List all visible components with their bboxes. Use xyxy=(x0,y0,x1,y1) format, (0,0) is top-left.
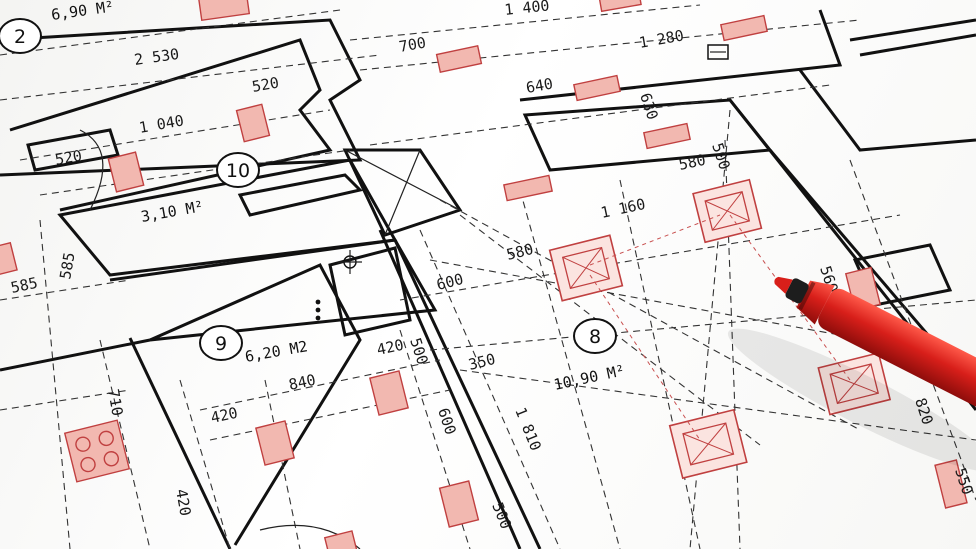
dimension-label: 420 xyxy=(172,488,194,518)
outlet-pad xyxy=(255,420,295,466)
dimension-label: 700 xyxy=(398,34,428,56)
dimension-label: 520 xyxy=(54,147,84,169)
room-area-label: 10,90 M² xyxy=(552,361,626,394)
dimension-label: 840 xyxy=(287,371,317,394)
fixture-symbols xyxy=(315,44,729,321)
outlet-pad xyxy=(369,370,409,416)
ceiling-light-fixture xyxy=(668,408,748,480)
outlet-pad xyxy=(719,14,769,42)
room-area-label: 6,90 M² xyxy=(50,0,115,24)
outlet-pad xyxy=(0,241,18,277)
dimension-label: 630 xyxy=(636,91,661,122)
walls xyxy=(0,9,976,549)
dimension-label: 1 810 xyxy=(511,405,545,454)
outlet-pad xyxy=(934,459,968,509)
red-marker-pen-icon xyxy=(727,276,976,472)
room-area-label: 3,10 M² xyxy=(140,197,205,226)
outlet-pad xyxy=(598,0,642,13)
dimension-labels: 1 400 2 530 700 1 280 640 520 1 040 520 … xyxy=(9,0,976,532)
outlet-pad xyxy=(235,103,271,143)
dimension-label: 420 xyxy=(209,404,239,427)
dimension-label: 350 xyxy=(467,350,498,374)
dimension-label: 580 xyxy=(505,240,536,264)
dimension-label: 580 xyxy=(677,151,707,174)
dimension-label: 520 xyxy=(251,74,281,96)
dimension-label: 600 xyxy=(435,270,466,294)
dimension-label: 585 xyxy=(56,251,78,281)
outlet-pad xyxy=(197,0,251,22)
dimension-label: 585 xyxy=(9,274,39,297)
outlet-pad xyxy=(503,174,553,202)
room-marker-8: 8 10,90 M² xyxy=(552,318,627,394)
room-number-label: 10 xyxy=(226,160,250,182)
dimension-label: 1 160 xyxy=(599,195,647,222)
outlet-pad xyxy=(642,122,692,150)
outlet-pad xyxy=(572,74,622,102)
ceiling-light-fixture xyxy=(817,351,892,416)
room-marker-2: 2 6,90 M² xyxy=(0,0,115,54)
room-number-label: 8 xyxy=(589,326,601,348)
room-marker-9: 9 6,20 M2 xyxy=(199,325,309,366)
outlet-pad xyxy=(435,45,483,73)
dimension-label: 640 xyxy=(525,75,555,97)
dimension-label: 2 530 xyxy=(133,45,180,69)
outlet-pad xyxy=(107,151,145,193)
socket-cluster-pad xyxy=(63,419,131,483)
room-number-label: 2 xyxy=(14,26,26,48)
dimension-label: 420 xyxy=(375,336,405,359)
room-number-label: 9 xyxy=(215,333,227,355)
dimension-label: 1 400 xyxy=(504,0,551,19)
dimension-label: 500 xyxy=(708,141,733,172)
outlet-pad xyxy=(438,480,480,528)
dimension-label: 710 xyxy=(104,388,126,418)
room-area-label: 6,20 M2 xyxy=(244,337,309,366)
ceiling-light-fixture xyxy=(548,234,624,302)
dimension-label: 600 xyxy=(434,406,459,437)
dimension-label: 1 040 xyxy=(138,111,186,137)
ceiling-light-fixture xyxy=(692,178,763,244)
dimension-label: 1 280 xyxy=(638,26,686,52)
outlet-pad xyxy=(323,530,359,549)
